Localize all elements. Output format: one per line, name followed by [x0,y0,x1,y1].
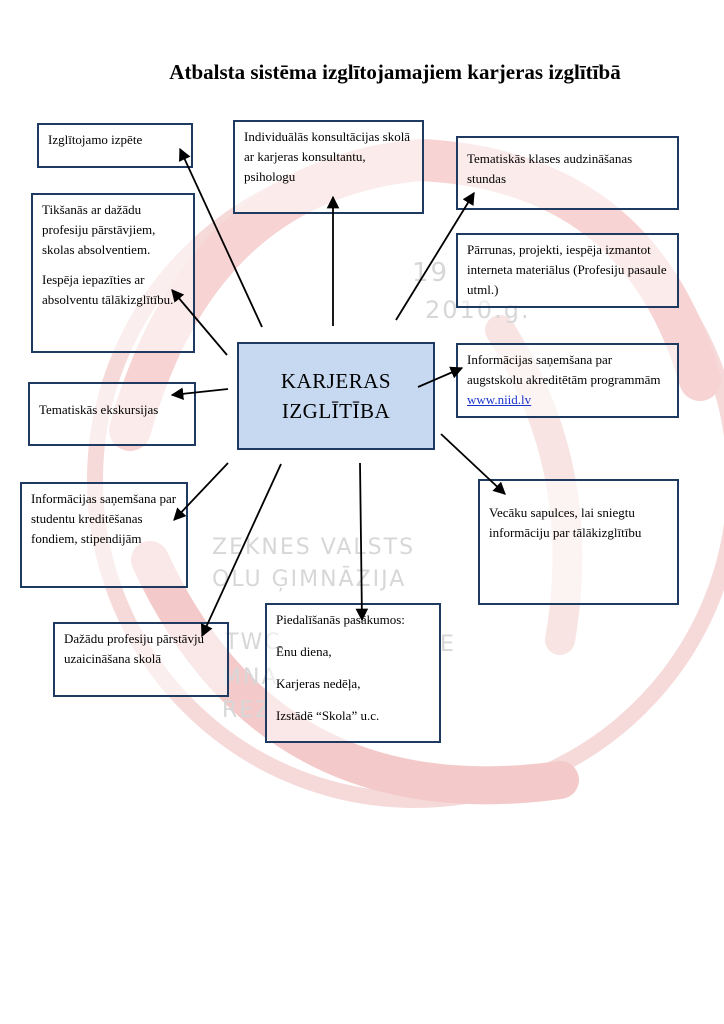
watermark-text: E [440,632,456,657]
box-tiksanas-ar-profesiju-parstavjiem: Tikšanās ar dažādu profesiju pārstāvjiem… [31,193,195,353]
watermark-text: OLU ĢIMNĀZIJA [212,567,407,592]
box-text: Vecāku sapulces, lai sniegtu informāciju… [489,505,642,540]
arrow-to-pasakumi [355,462,369,622]
arrow-to-kreditesana [173,462,229,521]
box-text: Individuālās konsultācijas skolā ar karj… [244,129,411,184]
box-text: Iespēja iepazīties ar absolventu tālākiz… [42,272,174,307]
box-text: Dažādu profesiju pārstāvju uzaicināšana … [64,631,205,666]
box-piedalisanas-pasakumos: Piedalīšanās pasākumos: Ēnu diena, Karje… [265,603,441,743]
box-text: Tematiskās ekskursijas [39,402,159,417]
box-studentu-kreditesana: Informācijas saņemšana par studentu kred… [20,482,188,588]
box-text: Tikšanās ar dažādu profesiju pārstāvjiem… [42,202,156,257]
box-text: Izglītojamo izpēte [48,132,143,147]
center-label-line1: KARJERAS [280,369,392,393]
arrow-to-sapulces [440,433,506,495]
box-vecaku-sapulces: Vecāku sapulces, lai sniegtu informāciju… [478,479,679,605]
center-karjeras-izglitiba: KARJERAS IZGLĪTĪBA [237,342,435,450]
box-augstskolu-programmas: Informācijas saņemšana par augstskolu ak… [456,343,679,418]
niid-link[interactable]: www.niid.lv [467,392,532,407]
box-parrunas-projekti: Pārrunas, projekti, iespēja izmantot int… [456,233,679,308]
box-text: Pārrunas, projekti, iespēja izmantot int… [467,242,667,297]
arrow-to-ekskursijas [170,387,229,401]
arrow-to-izpete [179,147,263,328]
box-tematiskas-ekskursijas: Tematiskās ekskursijas [28,382,196,446]
box-profesiju-parstavju-uzaicinasana: Dažādu profesiju pārstāvju uzaicināšana … [53,622,229,697]
box-text: Informācijas saņemšana par studentu kred… [31,491,177,546]
arrow-to-uzaicinasana [201,463,282,638]
arrow-to-augstskolas [417,366,464,388]
arrow-to-klases-stundas [395,191,475,321]
box-izglitojamo-izpete: Izglītojamo izpēte [37,123,193,168]
box-text: Karjeras nedēļa, [276,676,361,691]
box-text: Piedalīšanās pasākumos: [276,612,405,627]
watermark-text: REZ [222,698,273,723]
box-text: Informācijas saņemšana par augstskolu ak… [467,352,661,387]
box-text: Izstādē “Skola” u.c. [276,708,380,723]
box-text: Ēnu diena, [276,644,332,659]
arrow-to-tiksanas [171,289,228,356]
box-klases-audzinasanas-stundas: Tematiskās klases audzināšanas stundas [456,136,679,210]
center-label-line2: IZGLĪTĪBA [281,399,391,423]
page-title: Atbalsta sistēma izglītojamajiem karjera… [169,60,621,84]
box-text: Tematiskās klases audzināšanas stundas [467,151,633,186]
